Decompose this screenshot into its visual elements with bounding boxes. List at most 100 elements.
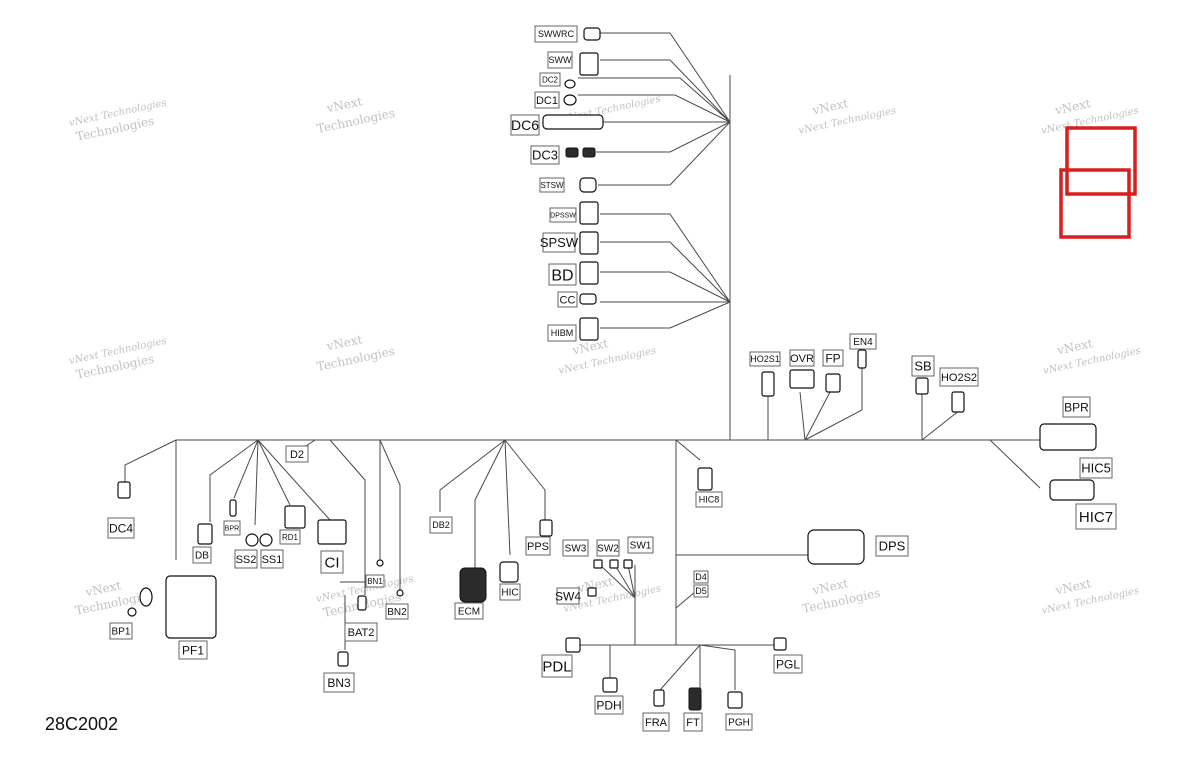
label-sww: SWW	[547, 51, 573, 69]
label-box	[525, 536, 551, 556]
label-text: EN4	[853, 337, 873, 348]
sw4-connector-icon	[587, 587, 597, 597]
label-text: FRA	[645, 717, 668, 729]
label-text: BP1	[112, 627, 131, 638]
label-box	[695, 491, 723, 508]
svg-text:vNext: vNext	[810, 96, 849, 117]
label-box	[510, 114, 540, 136]
label-box	[178, 640, 208, 660]
label-text: D4	[695, 572, 707, 582]
highlight-box-upper	[1065, 126, 1137, 196]
ci-connector-icon	[317, 519, 347, 545]
label-layer: SWWRCSWWDC2DC1DC6DC3STSWDPSSWSPSWBDCCHIB…	[107, 25, 1117, 732]
label-text: DC4	[109, 521, 133, 535]
label-box	[541, 654, 573, 678]
label-stsw: STSW	[539, 177, 565, 193]
label-box	[557, 291, 578, 308]
label-hic: HIC	[499, 583, 521, 601]
label-text: SS1	[262, 554, 283, 566]
label-box	[260, 549, 284, 569]
label-box	[1075, 503, 1117, 530]
label-box	[534, 91, 560, 109]
fra-connector-icon	[653, 689, 665, 707]
dc3-mate-icon	[582, 147, 596, 158]
label-text: FP	[825, 351, 840, 365]
label-text: HIBM	[551, 328, 574, 338]
label-sw4: SW4	[555, 587, 581, 605]
highlight-box-lower	[1059, 168, 1131, 239]
pdl-connector-icon	[565, 637, 581, 653]
label-text: HO2S1	[750, 354, 780, 364]
label-ecm: ECM	[454, 602, 484, 620]
label-box	[320, 550, 344, 574]
label-box	[549, 207, 577, 223]
label-text: PPS	[527, 541, 549, 553]
label-text: SW4	[555, 589, 581, 603]
bn1-terminal-icon	[376, 559, 384, 567]
label-box	[109, 622, 133, 640]
label-box	[822, 349, 844, 367]
label-text: SWW	[549, 55, 572, 65]
label-text: RD1	[282, 533, 299, 542]
label-d5: D5	[693, 584, 709, 598]
label-dc2: DC2	[539, 72, 561, 87]
dps-connector-icon	[807, 529, 865, 565]
label-box	[849, 333, 877, 350]
label-text: SS2	[236, 554, 257, 566]
label-box	[107, 517, 135, 539]
label-box	[725, 713, 753, 731]
label-text: DPSSW	[550, 213, 576, 220]
label-box	[279, 529, 301, 545]
label-text: DB	[195, 551, 209, 562]
label-box	[594, 695, 624, 715]
label-box	[773, 654, 803, 674]
label-box	[323, 672, 355, 693]
label-fp: FP	[822, 349, 844, 367]
label-en4: EN4	[849, 333, 877, 350]
label-dpssw: DPSSW	[549, 207, 577, 223]
cc-connector-icon	[579, 293, 597, 305]
left-drop-wires	[124, 439, 840, 645]
label-text: D2	[290, 449, 304, 461]
svg-text:vNext: vNext	[1055, 336, 1094, 357]
label-text: PDH	[596, 698, 621, 712]
label-text: DPS	[879, 539, 906, 554]
label-hic8: HIC8	[695, 491, 723, 508]
ft-connector-icon	[688, 687, 702, 711]
label-spsw: SPSW	[540, 232, 579, 253]
label-hic5: HIC5	[1079, 457, 1113, 479]
bpr-right-connector-icon	[1039, 423, 1097, 451]
label-text: SPSW	[540, 235, 579, 250]
en4-connector-icon	[857, 349, 867, 369]
label-box	[547, 51, 573, 69]
label-box	[429, 516, 453, 534]
pgh-connector-icon	[727, 691, 743, 709]
label-text: PF1	[182, 643, 204, 657]
label-swwrc: SWWRC	[534, 25, 578, 43]
label-sw3: SW3	[562, 539, 589, 557]
spsw-connector-icon	[579, 231, 599, 255]
hic8-connector-icon	[697, 467, 713, 491]
label-sw2: SW2	[596, 539, 620, 557]
label-box	[562, 539, 589, 557]
hic7-connector-icon	[1049, 479, 1095, 501]
label-text: HIC8	[699, 495, 720, 505]
bp1-connector-icon	[127, 607, 137, 617]
label-ovr: OVR	[789, 349, 815, 367]
label-bn1: BN1	[365, 574, 385, 588]
ecm-connector-icon	[459, 567, 487, 603]
pf1-fuse-box-icon	[165, 575, 217, 639]
label-text: FT	[686, 717, 700, 729]
pps-connector-icon	[539, 519, 553, 537]
bn3-terminal-icon	[337, 651, 349, 667]
highlight-markers	[1059, 126, 1137, 239]
label-bp1: BP1	[109, 622, 133, 640]
label-text: HIC5	[1081, 461, 1111, 476]
label-text: HIC7	[1079, 509, 1113, 526]
label-box	[454, 602, 484, 620]
sw2-connector-icon	[609, 559, 619, 569]
